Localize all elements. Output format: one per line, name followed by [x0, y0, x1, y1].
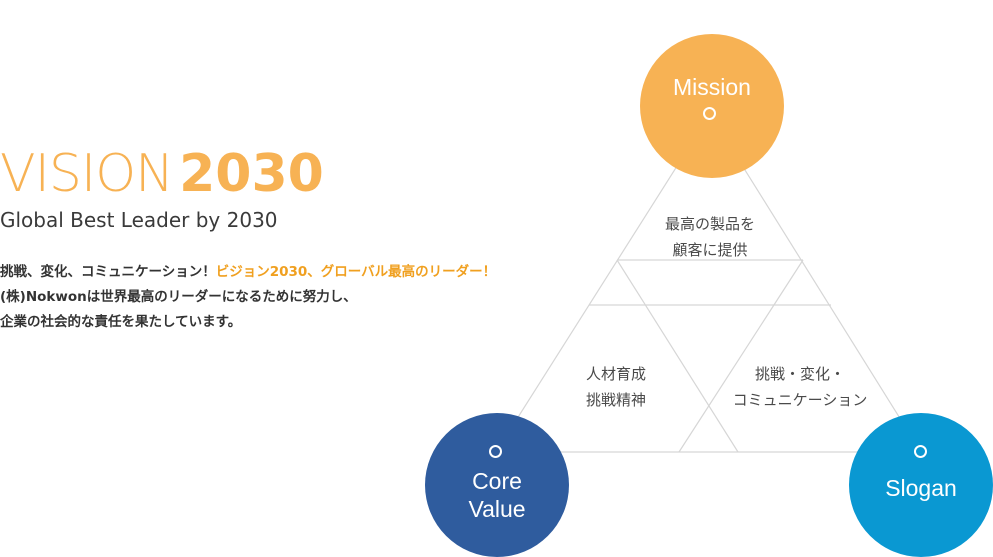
mission-description-line-1: 最高の製品を [664, 215, 755, 233]
description-line-2: (株)Nokwonは世界最高のリーダーになるために努力し、 [0, 289, 357, 305]
core-value-description-line-2: 挑戦精神 [585, 391, 646, 409]
mission-node-dot [703, 107, 716, 120]
slogan-description: 挑戦・変化・ コミュニケーション [710, 361, 890, 413]
slogan-description-line-1: 挑戦・変化・ [754, 365, 845, 383]
core-value-node-dot [489, 445, 502, 458]
divider-left [616, 259, 739, 453]
mission-description: 最高の製品を 顧客に提供 [640, 211, 780, 263]
core-value-description-line-1: 人材育成 [585, 365, 646, 383]
mission-label: Mission [673, 74, 751, 100]
vision-subtitle: Global Best Leader by 2030 [0, 208, 278, 232]
divider-right [678, 259, 804, 453]
core-value-description: 人材育成 挑戦精神 [546, 361, 686, 413]
vision-title-word: VISION [0, 144, 174, 204]
description-line-1: 挑戦、変化、コミュニケーション！ビジョン2030、グローバル最高のリーダー！ [0, 260, 600, 285]
description-line-1-highlight: ビジョン2030、グローバル最高のリーダー！ [215, 264, 497, 280]
mission-circle: Mission [640, 34, 784, 178]
core-value-label-line-1: Core [472, 468, 522, 495]
core-value-label-line-2: Value [468, 496, 526, 522]
description-line-3: 企業の社会的な責任を果たしています。 [0, 314, 242, 330]
description-line-1-normal: 挑戦、変化、コミュニケーション！ [0, 264, 216, 280]
mission-description-line-2: 顧客に提供 [672, 241, 748, 259]
vision-description: 挑戦、変化、コミュニケーション！ビジョン2030、グローバル最高のリーダー！ (… [0, 260, 600, 335]
slogan-node-dot [914, 445, 927, 458]
slogan-circle: Slogan [849, 413, 993, 557]
slogan-description-line-2: コミュニケーション [732, 391, 868, 409]
vision-title-year: 2030 [179, 144, 324, 204]
slogan-label: Slogan [885, 475, 957, 502]
